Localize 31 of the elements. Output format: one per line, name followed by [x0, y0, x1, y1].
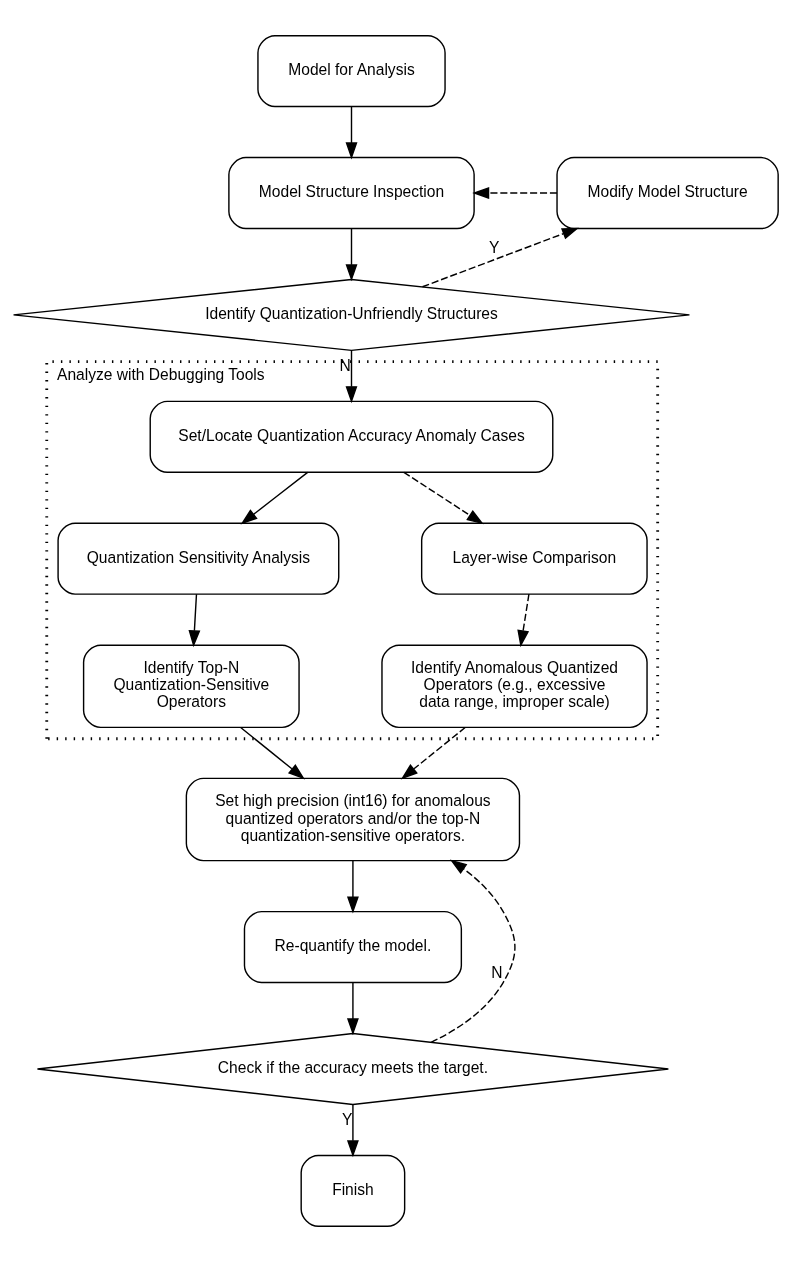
arrow — [346, 1103, 359, 1157]
arrow — [346, 981, 359, 1035]
arrow — [188, 593, 201, 647]
node-box: Modify Model Structure — [556, 156, 779, 229]
node-box: Identify Anomalous Quantized Operators (e.g., excessive data range, improper scale) — [381, 643, 648, 728]
node-box: Quantization Sensitivity Analysis — [57, 522, 340, 595]
edge-label: Y — [488, 238, 500, 256]
node-box: Finish — [300, 1154, 406, 1227]
arrow — [345, 105, 358, 159]
arrow — [430, 859, 516, 1043]
node-box: Layer-wise Comparison — [420, 522, 648, 595]
arrow — [517, 593, 530, 647]
arrow — [403, 471, 484, 524]
edge-label: Y — [342, 1110, 353, 1128]
arrow — [345, 349, 358, 403]
node-box: Set high precision (int16) for anomalous quantized operators and/or the top-N quantization-sensitive operators. — [185, 777, 521, 861]
node-diamond: Check if the accuracy meets the target. — [36, 1032, 670, 1105]
arrow — [345, 227, 358, 281]
node-diamond: Identify Quantization-Unfriendly Structures — [12, 278, 691, 351]
arrow — [239, 726, 305, 779]
node-box: Set/Locate Quantization Accuracy Anomaly Cases — [149, 400, 554, 473]
node-box: Model Structure Inspection — [228, 156, 475, 229]
arrow — [240, 471, 309, 524]
arrow — [421, 227, 579, 287]
arrow — [472, 186, 558, 199]
edge-label: N — [491, 963, 503, 981]
node-box: Model for Analysis — [257, 34, 446, 107]
edge-label: N — [339, 356, 351, 374]
node-box: Identify Top-N Quantization-Sensitive Operators — [82, 643, 300, 728]
arrow — [346, 859, 359, 914]
node-box: Re-quantify the model. — [243, 910, 463, 983]
